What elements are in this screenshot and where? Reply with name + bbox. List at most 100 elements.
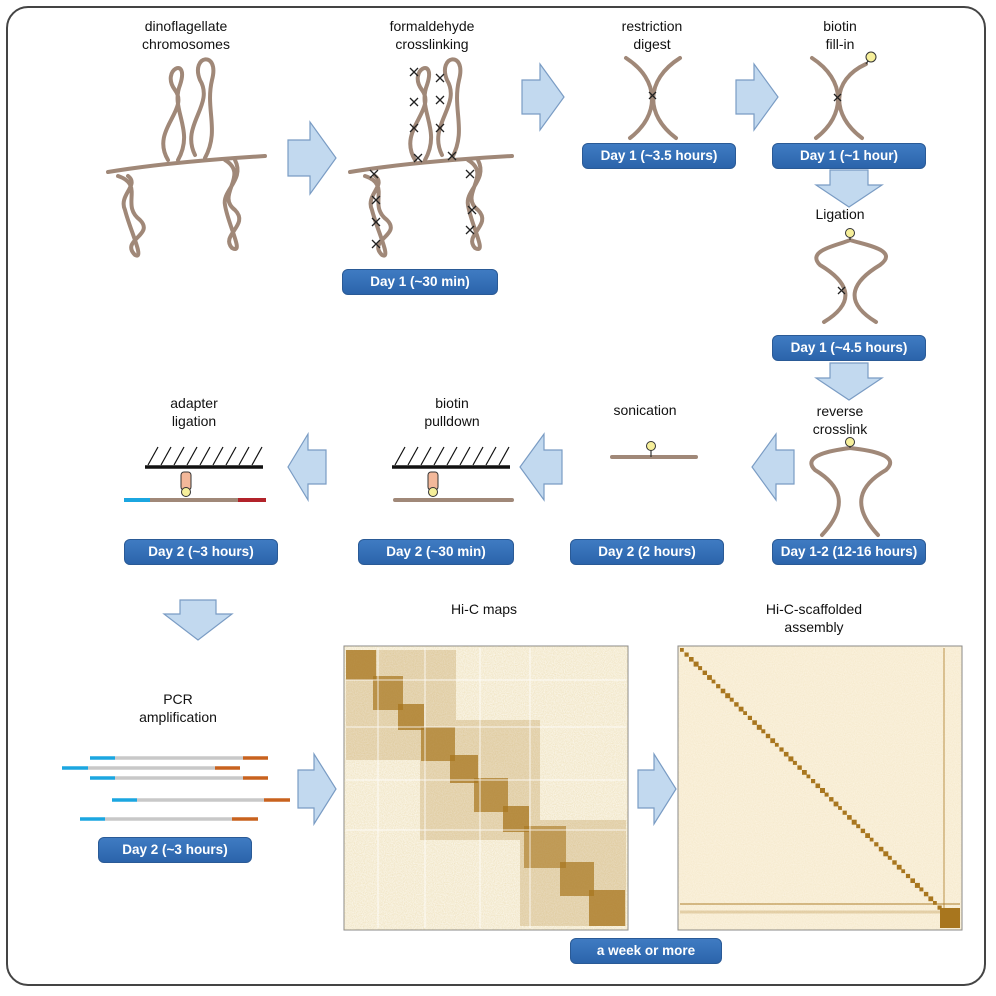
scaffold-block: [743, 711, 747, 715]
arrow-right-1: [287, 120, 337, 196]
dinoflagellate-chromosomes-drawing: [106, 57, 267, 258]
adapter-biotin-marker: [181, 487, 191, 497]
scaffold-block: [842, 810, 847, 815]
scaffold-block: [811, 779, 816, 784]
scaffold-block: [779, 747, 784, 752]
scaffold-block: [788, 756, 794, 762]
scaffold-block: [856, 824, 861, 829]
label-sonication: sonication: [613, 402, 677, 418]
biotin-fill-in-drawing: [810, 56, 868, 140]
scaffold-block: [896, 864, 902, 870]
fill-in-cut-mark: [833, 93, 842, 102]
scaffold-block: [770, 738, 776, 744]
scaffold-block: [824, 792, 829, 797]
scaffold-block: [752, 720, 757, 725]
crosslinked-chromosomes-drawing: [348, 57, 514, 258]
arrow-left-2: [519, 432, 563, 502]
scaffold-block: [802, 770, 807, 775]
scaffold-block: [937, 905, 942, 910]
scaffold-block: [933, 901, 937, 905]
arrow-right-2: [521, 62, 565, 132]
biotin-marker: [865, 51, 877, 63]
scaffold-block: [725, 693, 731, 699]
scaffold-block: [860, 828, 866, 834]
scaffold-block: [707, 675, 712, 680]
scaffold-block: [829, 797, 834, 802]
scaffold-block: [869, 837, 874, 842]
arrow-left-3: [287, 431, 327, 503]
scaffold-block: [833, 801, 839, 807]
arrow-right-5: [637, 751, 677, 827]
scaffold-block: [716, 684, 721, 689]
scaffold-block: [693, 661, 699, 667]
arrow-down-2: [814, 362, 884, 401]
scaffold-block: [720, 688, 726, 694]
arrow-right-4: [297, 751, 337, 827]
badge-pulldown: Day 2 (~30 min): [358, 539, 514, 565]
scaffold-block: [874, 842, 879, 847]
restriction-cut-mark: [648, 91, 657, 100]
scaffold-block: [847, 815, 852, 820]
scaffold-block: [815, 783, 821, 789]
scaffold-block: [783, 751, 789, 757]
ligation-junction-mark: [837, 286, 846, 295]
badge-pcr: Day 2 (~3 hours): [98, 837, 252, 863]
scaffold-block: [914, 882, 920, 888]
scaffold-block: [747, 715, 752, 720]
badge-restriction: Day 1 (~3.5 hours): [582, 143, 736, 169]
label-pcr: PCR amplification: [139, 691, 217, 725]
arrow-left-1: [751, 432, 795, 502]
label-adapter: adapter ligation: [170, 395, 218, 429]
scaffold-block: [734, 702, 739, 707]
scaffold-block: [878, 846, 884, 852]
scaffold-block: [901, 869, 906, 874]
scaffold-block: [865, 833, 870, 838]
scaffold-block: [756, 724, 762, 730]
label-pulldown: biotin pulldown: [424, 395, 480, 429]
arrow-down-1: [814, 169, 884, 208]
scaffold-block: [887, 855, 892, 860]
adapter-surface: [145, 446, 263, 469]
scaffold-block: [729, 697, 734, 702]
label-crosslinking: formaldehyde crosslinking: [389, 18, 475, 52]
scaffold-block: [738, 706, 744, 712]
pulldown-biotin-marker: [428, 487, 438, 497]
badge-biotin-fill: Day 1 (~1 hour): [772, 143, 926, 169]
scaffold-block: [919, 887, 924, 892]
ligation-drawing: [814, 237, 889, 324]
arrow-right-3: [735, 62, 779, 132]
scaffold-block: [698, 666, 703, 671]
badge-reverse: Day 1-2 (12-16 hours): [772, 539, 926, 565]
scaffold-block: [905, 873, 911, 879]
ligation-biotin-marker: [845, 228, 855, 238]
hic-map: [343, 645, 629, 931]
scaffold-block: [689, 657, 694, 662]
badge-adapter: Day 2 (~3 hours): [124, 539, 278, 565]
scaffold-block: [820, 788, 825, 793]
crosslink-marks: [369, 67, 477, 249]
scaffold-block: [923, 891, 929, 897]
reverse-crosslink-drawing: [809, 445, 892, 537]
scaffold-block: [765, 733, 771, 739]
badge-crosslinking: Day 1 (~30 min): [342, 269, 498, 295]
label-biotin-fill: biotin fill-in: [823, 18, 857, 52]
restriction-digest-drawing: [624, 56, 682, 140]
scaffold-block: [797, 765, 802, 770]
label-dinoflagellate: dinoflagellate chromosomes: [142, 18, 230, 52]
scaffold-block: [883, 851, 889, 857]
scaffold-block: [851, 819, 857, 825]
scaffold-block: [910, 878, 915, 883]
assembly-map: [677, 645, 963, 931]
scaffold-block: [680, 648, 684, 652]
label-restriction: restriction digest: [621, 18, 683, 52]
scaffold-block: [711, 679, 716, 684]
sonication-biotin-marker: [646, 441, 656, 451]
scaffold-block: [928, 896, 934, 902]
scaffold-block: [702, 670, 707, 675]
streptavidin-surface: [392, 446, 510, 469]
label-hic-maps: Hi-C maps: [450, 601, 518, 617]
badge-ligation: Day 1 (~4.5 hours): [772, 335, 926, 361]
scaffold-block: [774, 742, 779, 747]
scaffold-block: [892, 860, 897, 865]
